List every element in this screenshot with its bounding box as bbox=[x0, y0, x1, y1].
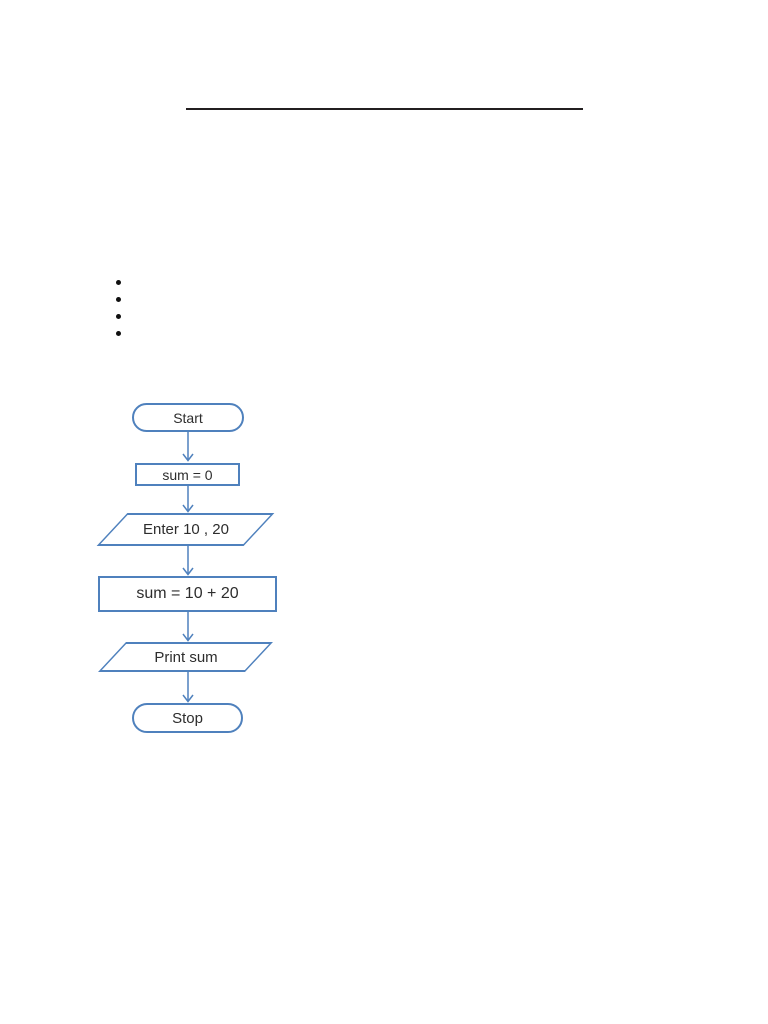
flow-arrow-down-icon bbox=[182, 431, 194, 462]
node-output-label: Print sum bbox=[154, 648, 218, 666]
flowchart-node-output: Print sum bbox=[97, 642, 275, 672]
flowchart-node-start: Start bbox=[132, 403, 244, 432]
node-init-label: sum = 0 bbox=[162, 466, 213, 483]
flowchart-node-input: Enter 10 , 20 bbox=[96, 513, 275, 546]
bullet-dot bbox=[116, 331, 121, 336]
node-stop-label: Stop bbox=[172, 709, 203, 727]
flowchart-node-init: sum = 0 bbox=[135, 463, 240, 486]
flow-arrow-down-icon bbox=[182, 545, 194, 576]
bullet-dot bbox=[116, 280, 121, 285]
flow-arrow-down-icon bbox=[182, 671, 194, 703]
title-underline-rule bbox=[186, 108, 583, 110]
flow-arrow-down-icon bbox=[182, 611, 194, 642]
bullet-dot bbox=[116, 297, 121, 302]
bullet-list bbox=[116, 280, 121, 336]
node-process-label: sum = 10 + 20 bbox=[136, 585, 239, 602]
flow-arrow-down-icon bbox=[182, 485, 194, 513]
bullet-dot bbox=[116, 314, 121, 319]
node-input-label: Enter 10 , 20 bbox=[143, 521, 229, 538]
flowchart-node-process: sum = 10 + 20 bbox=[98, 576, 277, 612]
node-start-label: Start bbox=[173, 409, 203, 426]
flowchart-node-stop: Stop bbox=[132, 703, 243, 733]
